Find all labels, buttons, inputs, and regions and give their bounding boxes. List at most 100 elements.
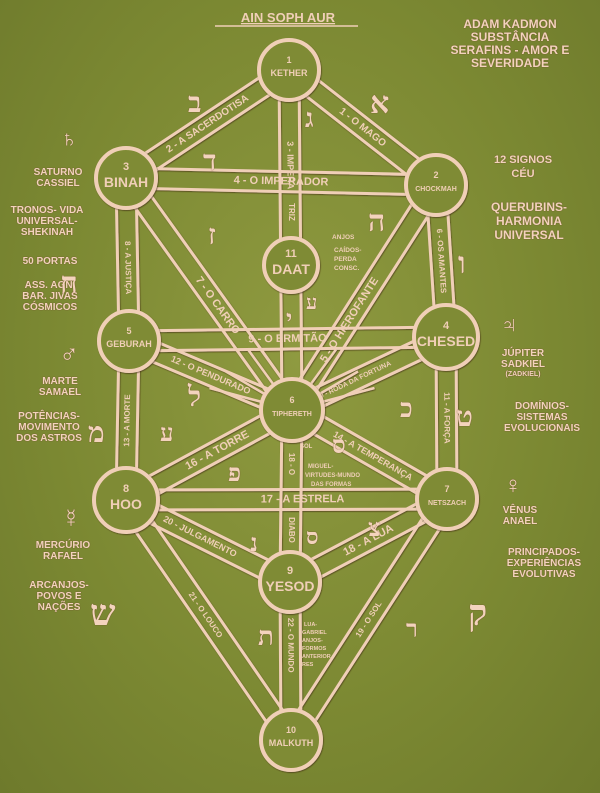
hebrew-ayin: ע: [160, 418, 174, 447]
daat-notes: ANJOS CAÍDOS- PERDA CONSC.: [332, 234, 361, 272]
daat-note-3: PERDA: [334, 256, 357, 263]
potencias-line-1: POTÊNCIAS-: [18, 411, 80, 422]
arcanjos-line-1: ARCANJOS-: [29, 580, 89, 591]
path-label-p3: 3 - IMPERA: [285, 141, 295, 190]
sephira-circle-daat: [262, 236, 320, 294]
yesod-note-5: ANTERIOR: [302, 654, 331, 660]
sephira-circle-tiphereth: [259, 377, 325, 443]
mercury-note: MERCÚRIO RAFAEL: [18, 540, 108, 562]
sephira-number-geburah: 5: [126, 326, 131, 336]
ass-line-3: CÓSMICOS: [22, 302, 78, 313]
sephira-number-malkuth: 10: [286, 725, 296, 735]
sephira-circle-hod: [92, 466, 160, 534]
sephira-number-binah: 3: [123, 161, 129, 173]
adam-kadmon-block: ADAM KADMON SUBSTÂNCIA SERAFINS - AMOR E…: [430, 18, 590, 70]
mercury-symbol: ☿: [61, 503, 81, 533]
zadkiel-line: (ZADKIEL): [505, 371, 541, 378]
sephira-name-binah: BINAH: [104, 174, 148, 190]
principados-line-1: PRINCIPADOS-: [507, 547, 581, 558]
hebrew-shin: ש: [90, 592, 116, 634]
path-label-p15: DIABO: [287, 517, 296, 543]
hebrew-samekh-low: ס: [306, 524, 319, 550]
hebrew-ayin-top: ע: [306, 290, 318, 314]
sol-note: SOL: [300, 444, 313, 450]
yesod-note-1: LUA-: [304, 622, 317, 628]
principados-line-2: EXPERIÊNCIAS: [506, 558, 582, 569]
jupiter-line-1: JÚPITER: [501, 348, 545, 359]
querubins-line-1: QUERUBINS-: [490, 200, 567, 214]
hebrew-zayin: ז: [208, 218, 216, 251]
sephira-circle-malkuth: [259, 708, 323, 772]
ass-line-2: BAR. JIVAS: [22, 291, 78, 302]
sephira-circle-yesod: [258, 550, 322, 614]
binah-info-line-2: UNIVERSAL-: [16, 216, 78, 227]
sephira-number-yesod: 9: [287, 565, 293, 577]
adam-kadmon-line-4: SEVERIDADE: [470, 56, 550, 70]
sephira-name-kether: KETHER: [270, 68, 308, 78]
hebrew-qoph: ק: [468, 592, 488, 634]
sephira-number-kether: 1: [286, 55, 291, 65]
sephira-name-chesed: CHESED: [417, 333, 475, 349]
tiphereth-note-3: DAS FORMAS: [311, 482, 351, 488]
hebrew-cheth: ח: [60, 266, 78, 301]
header-title: AIN SOPH AUR: [241, 10, 336, 25]
yesod-note-2: GABRIEL: [302, 630, 327, 636]
querubins-line-3: UNIVERSAL: [494, 228, 564, 242]
daat-note-2: CAÍDOS-: [334, 245, 361, 254]
binah-info-line-1: TRONOS- VIDA: [10, 205, 84, 216]
ass-line-1: ASS. AGN.: [24, 280, 76, 291]
querubins-line-2: HARMONIA: [496, 214, 562, 228]
hebrew-gimel: ג: [305, 104, 314, 134]
path-label-p5: 5 - O HIEROFANTE: [318, 275, 381, 364]
hebrew-beth: ב: [188, 86, 202, 119]
hebrew-nun: נ: [250, 528, 258, 557]
mercury-line-1: MERCÚRIO: [35, 540, 91, 551]
potencias-line-2: MOVIMENTO: [18, 422, 80, 433]
tiphereth-note-1: MIGUEL-: [308, 464, 333, 470]
yesod-note-6: RES: [302, 662, 314, 668]
binah-info-line-3: SHEKINAH: [20, 227, 74, 238]
hebrew-mem: מ: [88, 416, 105, 449]
path-label-p7: 7 - O CARRO: [193, 274, 242, 337]
mars-symbol: ♂: [59, 338, 79, 368]
principados-note: PRINCIPADOS- EXPERIÊNCIAS EVOLUTIVAS: [494, 547, 594, 580]
yesod-note-4: FORMOS: [302, 646, 326, 652]
mercury-line-2: RAFAEL: [43, 551, 83, 562]
sephira-name-hod: HOO: [110, 496, 142, 512]
venus-note: VÊNUS ANAEL: [490, 505, 550, 527]
daat-note-1: ANJOS: [332, 234, 355, 241]
arcanjos-line-3: NAÇÕES: [37, 602, 81, 613]
signos-line-2: CÉU: [511, 168, 535, 180]
adam-kadmon-line-1: ADAM KADMON: [463, 17, 557, 31]
adam-kadmon-line-3: SERAFINS - AMOR E: [450, 43, 570, 57]
venus-line-2: ANAEL: [502, 516, 538, 527]
arcanjos-line-2: POVOS E: [36, 591, 82, 602]
signos-note: 12 SIGNOS CÉU: [478, 153, 568, 181]
daat-note-4: CONSC.: [334, 265, 359, 272]
dominios-line-3: EVOLUCIONAIS: [503, 423, 581, 434]
tiphereth-note-2: VIRTUDES-MUNDO: [305, 473, 360, 479]
yesod-note-3: ANJOS-: [302, 638, 323, 644]
saturn-note: SATURNO CASSIEL: [18, 167, 98, 189]
hebrew-lamed: ל: [188, 380, 202, 413]
path-label-p6: 6 - OS AMANTES: [435, 228, 448, 294]
sephira-name-netszach: NETSZACH: [428, 500, 466, 507]
querubins-note: QUERUBINS- HARMONIA UNIVERSAL: [474, 200, 584, 242]
portas-note: 50 PORTAS: [22, 256, 78, 267]
dominios-note: DOMÍNIOS- SISTEMAS EVOLUCIONAIS: [492, 401, 592, 434]
hebrew-he: ה: [368, 204, 386, 239]
sephira-circle-binah: [94, 146, 158, 210]
tiphereth-notes: MIGUEL- VIRTUDES-MUNDO DAS FORMAS: [305, 464, 360, 488]
ass-note: ASS. AGN. BAR. JIVAS CÓSMICOS: [10, 280, 90, 313]
binah-info-note: TRONOS- VIDA UNIVERSAL- SHEKINAH: [2, 205, 92, 238]
sephira-circle-kether: [257, 38, 321, 102]
path-label-p17: 17 - A ESTRELA: [261, 493, 345, 505]
path-label-p9: 9 - O ERMITÃO: [248, 331, 327, 345]
hebrew-tav: ת: [258, 622, 274, 652]
